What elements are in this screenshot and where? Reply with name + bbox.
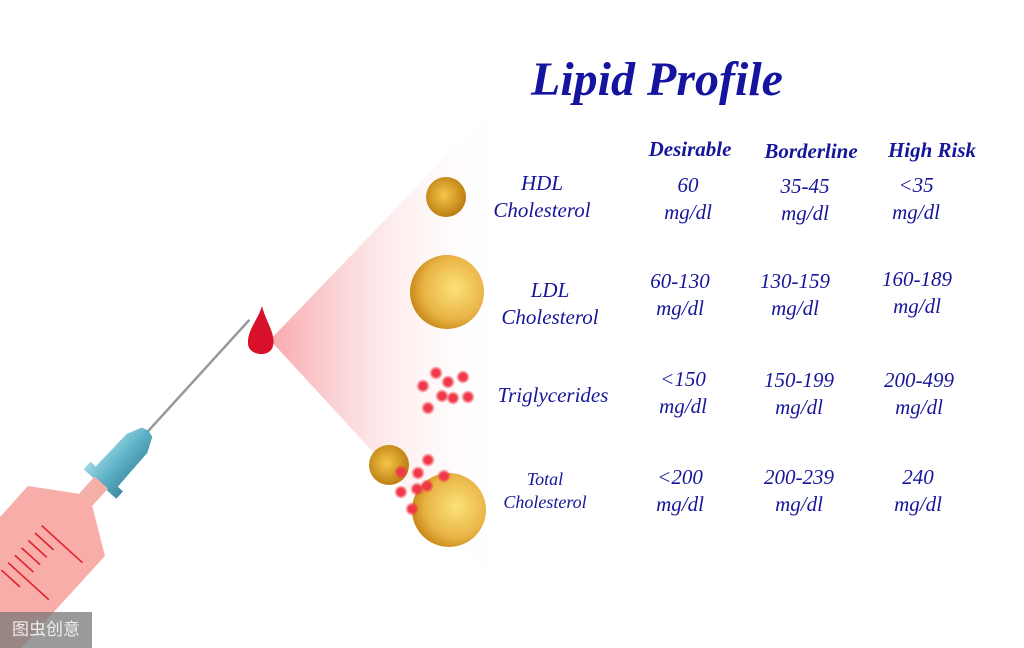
syringe-graduations xyxy=(0,525,84,601)
ldl-borderline: 130-159 mg/dl xyxy=(760,268,830,322)
hdl-borderline: 35-45 mg/dl xyxy=(781,173,830,227)
total-desirable: <200 mg/dl xyxy=(656,464,704,518)
total-triglyceride-particles xyxy=(394,453,451,516)
ldl-high-risk: 160-189 mg/dl xyxy=(882,266,952,320)
syringe xyxy=(0,318,251,601)
needle xyxy=(146,318,251,434)
syringe-neck xyxy=(78,476,109,507)
unit: mg/dl xyxy=(895,395,943,419)
ldl-particle xyxy=(410,255,484,329)
label-line: HDL xyxy=(520,171,563,195)
row-label-ldl: LDL Cholesterol xyxy=(501,277,598,331)
tg-high-risk: 200-499 mg/dl xyxy=(884,367,954,421)
column-header-desirable: Desirable xyxy=(648,137,732,161)
unit: mg/dl xyxy=(893,294,941,318)
label-line: Total xyxy=(526,469,564,489)
label-line: Cholesterol xyxy=(501,305,599,329)
value: 160-189 xyxy=(882,267,952,291)
value: 35-45 xyxy=(780,174,830,198)
label-line: Triglycerides xyxy=(497,383,609,407)
value: 60 xyxy=(677,173,699,197)
value: 240 xyxy=(902,465,934,489)
needle-hub xyxy=(83,427,153,499)
watermark: 图虫创意 xyxy=(0,612,92,648)
hdl-particle xyxy=(426,177,466,217)
label-line: Cholesterol xyxy=(503,492,587,512)
unit: mg/dl xyxy=(781,201,829,225)
value: 130-159 xyxy=(760,269,830,293)
value: 150-199 xyxy=(764,368,834,392)
row-label-hdl: HDL Cholesterol xyxy=(493,170,590,224)
value: 200-499 xyxy=(884,368,954,392)
syringe-barrel xyxy=(0,486,105,648)
label-line: Cholesterol xyxy=(493,198,591,222)
unit: mg/dl xyxy=(656,492,704,516)
value: <150 xyxy=(660,367,706,391)
triglyceride-particles xyxy=(416,366,475,415)
column-header-high-risk: High Risk xyxy=(887,138,977,162)
total-hdl-particle xyxy=(369,445,409,485)
row-label-triglycerides: Triglycerides xyxy=(498,382,609,409)
page-title: Lipid Profile xyxy=(531,53,783,106)
unit: mg/dl xyxy=(664,200,712,224)
unit: mg/dl xyxy=(775,395,823,419)
total-high-risk: 240 mg/dl xyxy=(894,464,942,518)
unit: mg/dl xyxy=(659,394,707,418)
value: 200-239 xyxy=(764,465,834,489)
unit: mg/dl xyxy=(775,492,823,516)
hdl-high-risk: <35 mg/dl xyxy=(892,172,940,226)
value: 60-130 xyxy=(650,269,710,293)
unit: mg/dl xyxy=(894,492,942,516)
blood-drop-icon xyxy=(247,306,274,355)
ldl-desirable: 60-130 mg/dl xyxy=(650,268,710,322)
tg-desirable: <150 mg/dl xyxy=(659,366,707,420)
tg-borderline: 150-199 mg/dl xyxy=(764,367,834,421)
unit: mg/dl xyxy=(771,296,819,320)
hdl-desirable: 60 mg/dl xyxy=(664,172,712,226)
total-borderline: 200-239 mg/dl xyxy=(764,464,834,518)
unit: mg/dl xyxy=(892,200,940,224)
unit: mg/dl xyxy=(656,296,704,320)
magnify-cone xyxy=(270,100,500,590)
label-line: LDL xyxy=(530,278,570,302)
value: <35 xyxy=(898,173,934,197)
column-header-borderline: Borderline xyxy=(764,139,858,163)
value: <200 xyxy=(657,465,703,489)
